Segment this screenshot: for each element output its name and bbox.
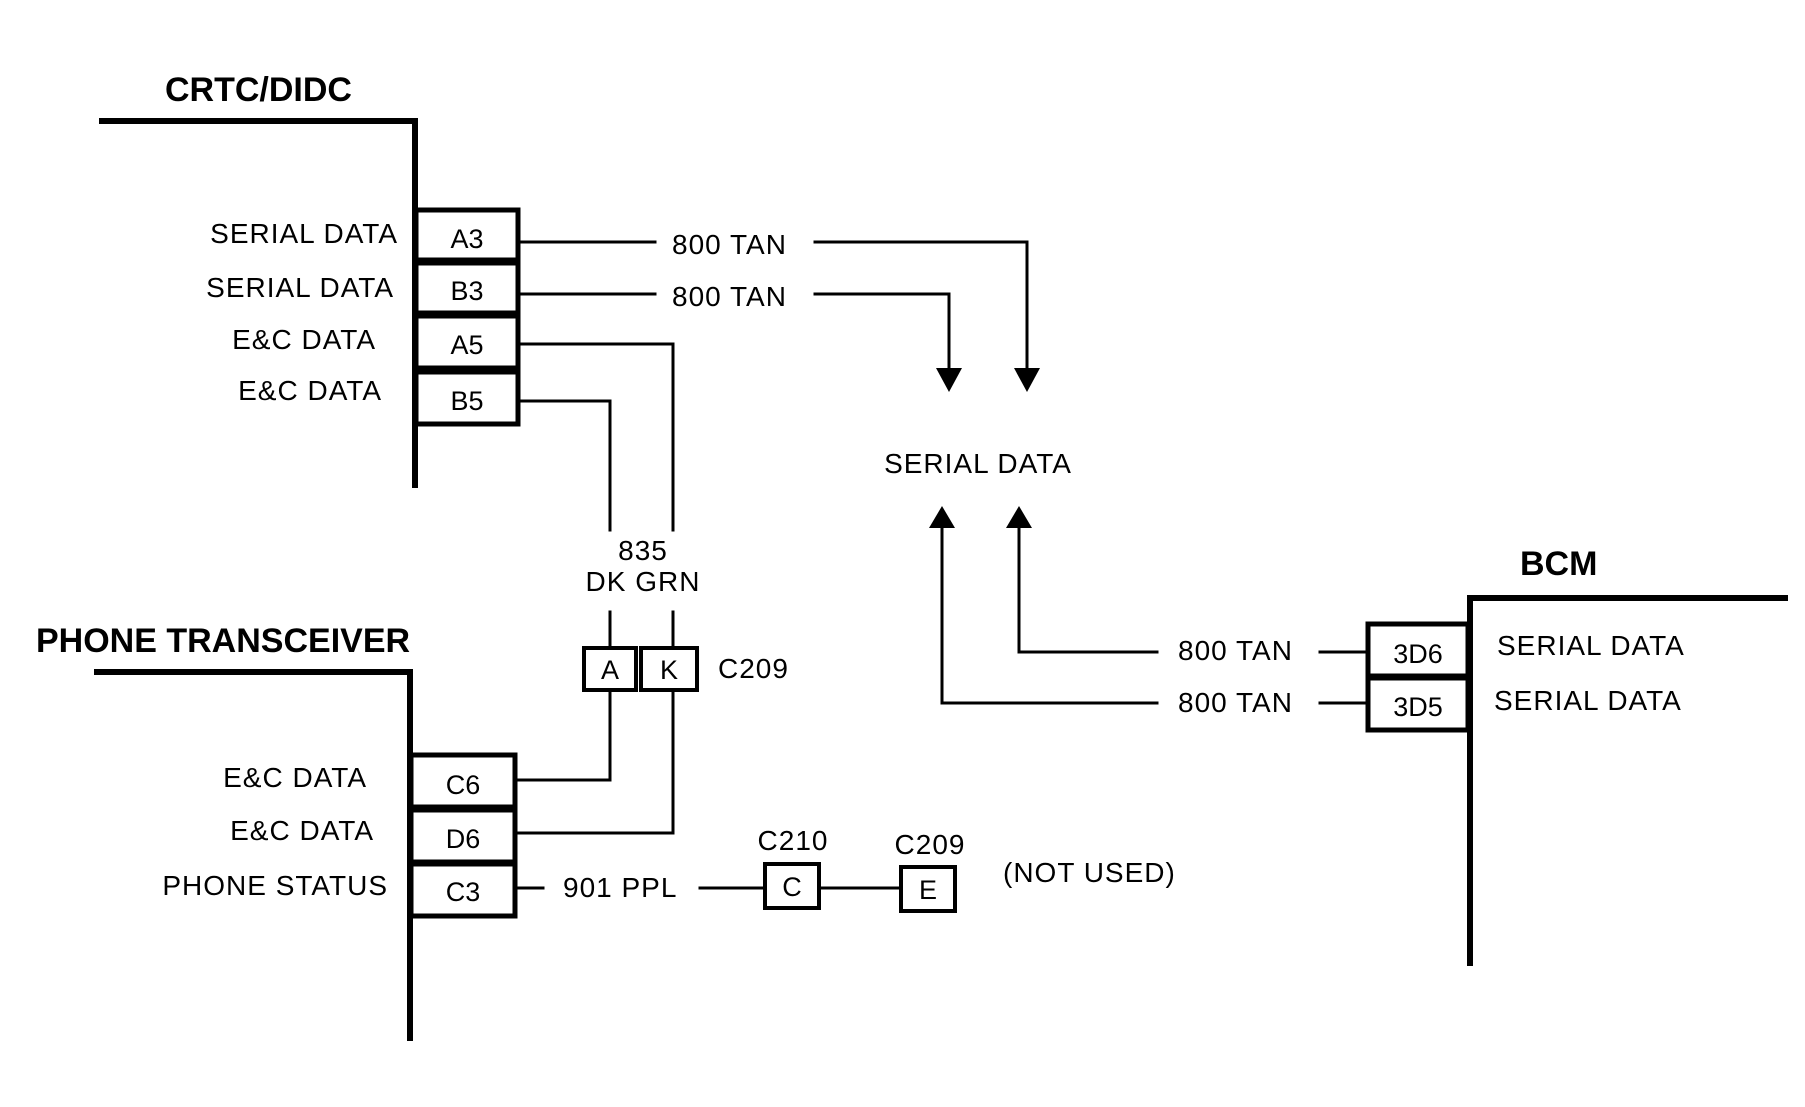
phone-transceiver-outline [94,669,413,1041]
phone-pin-c3-box [408,861,518,919]
crtc-pin-a5-box [413,313,521,371]
phone-signal-c6: E&C DATA [223,762,367,793]
c209-pin-k-box [639,646,699,692]
bcm-pin-3d5: 3D5 [1393,692,1443,722]
phone-transceiver-title: PHONE TRANSCEIVER [36,622,410,660]
bcm-serial-wires: 800 TAN 800 TAN [929,506,1366,718]
wire-b5 [516,399,612,532]
arrow-up-3d5 [929,506,955,528]
bcm-pin-3d6: 3D6 [1393,639,1443,669]
crtc-serial-wires: 800 TAN 800 TAN [516,229,1040,392]
c209-pin-e: E [919,875,937,905]
phone-signal-c3: PHONE STATUS [162,870,388,901]
ec-wire-color: DK GRN [586,566,701,597]
phone-pin-c6: C6 [446,770,481,800]
crtc-pin-b3-box [413,260,521,316]
bcm-outline [1467,595,1788,966]
crtc-signal-a5: E&C DATA [232,324,376,355]
wire-c6 [516,688,612,782]
crtc-signal-b3: SERIAL DATA [206,272,394,303]
crtc-didc-module: CRTC/DIDC A3 B3 A5 B5 SERIAL DATA SERIAL… [99,71,521,488]
wire-3d6-left [1017,526,1159,654]
arrow-down-b3 [936,368,962,392]
arrow-down-a3 [1014,368,1040,392]
phone-pin-c3: C3 [446,877,481,907]
crtc-pin-b3: B3 [450,276,483,306]
c210-pin-c-box [763,862,821,910]
c209-pin-a: A [601,655,619,685]
ec-circuit-number: 835 [618,535,668,566]
wire-b3-label: 800 TAN [672,281,787,312]
wire-a3-label: 800 TAN [672,229,787,260]
crtc-signal-b5: E&C DATA [238,375,382,406]
phone-status-wire: 901 PPL C210 C C209 E (NOT USED) [513,825,1176,913]
wire-b3-right [813,292,951,372]
phone-pin-d6: D6 [446,824,481,854]
crtc-pin-b5: B5 [450,386,483,416]
crtc-pin-a3: A3 [450,224,483,254]
wire-3d6-label: 800 TAN [1178,635,1293,666]
phone-signal-d6: E&C DATA [230,815,374,846]
serial-data-bus-label: SERIAL DATA [884,448,1072,479]
c209-upper-label: C209 [718,653,789,684]
wire-d6 [516,688,675,835]
crtc-pin-a5: A5 [450,330,483,360]
phone-transceiver-module: PHONE TRANSCEIVER C6 D6 C3 E&C DATA E&C … [36,622,518,1041]
ec-data-wires: 835 DK GRN A K C209 [516,342,789,835]
bcm-signal-3d6: SERIAL DATA [1497,630,1685,661]
crtc-pin-a3-box [413,207,521,263]
wire-c3-label: 901 PPL [563,872,677,903]
c209-pin-k: K [660,655,678,685]
wire-a5 [516,342,675,532]
wire-a3-right [813,240,1029,372]
c210-pin-c: C [782,872,802,902]
crtc-signal-a3: SERIAL DATA [210,218,398,249]
not-used-note: (NOT USED) [1003,857,1176,888]
wire-3d5-left [940,526,1159,705]
crtc-didc-outline [99,118,418,488]
crtc-pin-b5-box [413,369,521,427]
bcm-title: BCM [1520,545,1597,583]
crtc-didc-title: CRTC/DIDC [165,71,352,109]
arrow-up-3d6 [1006,506,1032,528]
phone-pin-c6-box [408,752,518,810]
wire-3d5-label: 800 TAN [1178,687,1293,718]
bcm-pin-3d5-box [1365,675,1471,733]
c209-lower-label: C209 [895,829,966,860]
bcm-module: BCM 3D6 3D5 SERIAL DATA SERIAL DATA [1365,545,1788,966]
bcm-signal-3d5: SERIAL DATA [1494,685,1682,716]
phone-pin-d6-box [408,807,518,865]
c209-pin-e-box [899,865,957,913]
c210-label: C210 [758,825,829,856]
